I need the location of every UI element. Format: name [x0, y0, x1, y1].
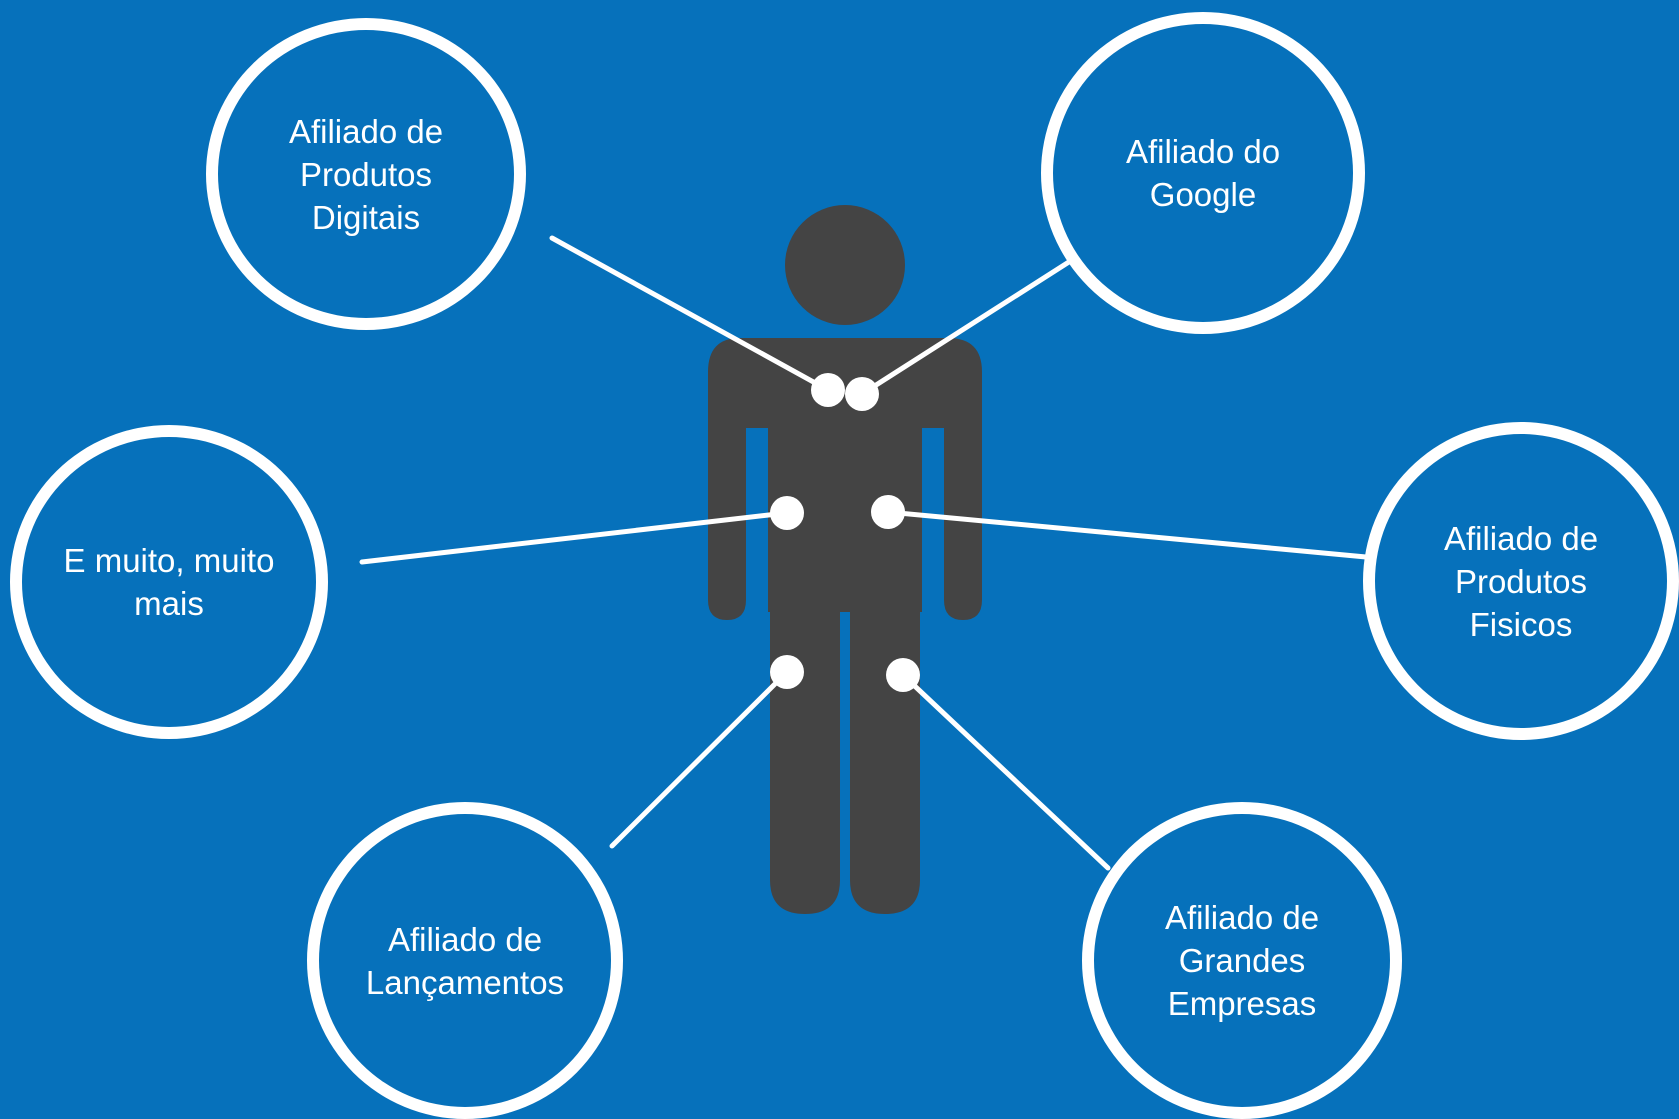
- connector-line-companies: [900, 672, 1111, 871]
- bubble-label-digital-products: Afiliado de Produtos Digitais: [288, 112, 444, 236]
- connector-line-digital: [549, 235, 831, 393]
- connector-dot-more: [770, 496, 804, 530]
- bubble-label-google: Afiliado do Google: [1125, 133, 1281, 213]
- connector-dot-digital: [811, 373, 845, 407]
- bubble-google: Afiliado do Google: [1041, 12, 1365, 334]
- connector-line-more: [359, 510, 789, 565]
- bubble-digital-products: Afiliado de Produtos Digitais: [206, 18, 526, 330]
- bubble-physical-products: Afiliado de Produtos Fisicos: [1363, 422, 1679, 740]
- bubble-label-physical-products: Afiliado de Produtos Fisicos: [1443, 519, 1599, 643]
- person-torso-and-arms: [708, 338, 982, 620]
- connector-dot-google: [845, 377, 879, 411]
- connector-line-physical: [885, 509, 1369, 560]
- bubble-launches: Afiliado de Lançamentos: [307, 802, 623, 1119]
- bubble-large-companies: Afiliado de Grandes Empresas: [1082, 802, 1402, 1119]
- bubble-much-more: E muito, muito mais: [10, 425, 328, 739]
- connector-dot-launches: [770, 655, 804, 689]
- connector-line-google: [859, 257, 1075, 397]
- bubble-label-large-companies: Afiliado de Grandes Empresas: [1164, 899, 1320, 1022]
- person-right-leg: [850, 600, 920, 914]
- bubble-label-launches: Afiliado de Lançamentos: [365, 920, 565, 1001]
- person-head: [785, 205, 905, 325]
- connector-dot-companies: [886, 658, 920, 692]
- person-left-leg: [770, 600, 840, 914]
- bubble-label-much-more: E muito, muito mais: [63, 542, 275, 622]
- connector-dot-physical: [871, 495, 905, 529]
- connector-line-launches: [609, 669, 790, 849]
